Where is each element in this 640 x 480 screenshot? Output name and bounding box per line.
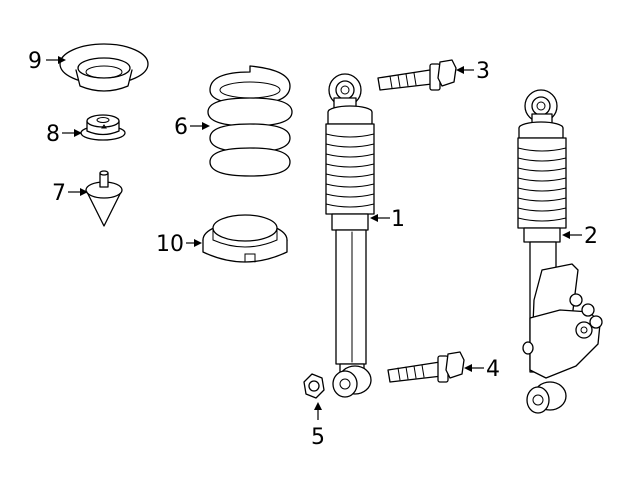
callout-3: 3: [476, 59, 490, 84]
part-6-coil-spring[interactable]: [207, 65, 293, 177]
callout-8: 8: [46, 122, 60, 147]
part-9-upper-mount-cap[interactable]: [59, 43, 149, 92]
part-4-lower-bolt[interactable]: [387, 351, 465, 383]
callout-2: 2: [584, 224, 598, 249]
callout-1: 1: [391, 207, 405, 232]
part-1-shock-absorber[interactable]: [325, 73, 375, 398]
leader-lines: [46, 56, 582, 420]
part-8-bushing[interactable]: [80, 114, 126, 141]
callout-9: 9: [28, 49, 42, 74]
part-3-upper-bolt[interactable]: [377, 59, 457, 91]
part-7-bump-stop[interactable]: [85, 170, 123, 227]
callout-4: 4: [486, 357, 500, 382]
part-10-spring-seat[interactable]: [202, 214, 288, 263]
callout-labels: 9 8 7 6 10 1 2 3 4 5: [28, 49, 598, 450]
callout-7: 7: [52, 181, 66, 206]
callout-10: 10: [156, 232, 184, 257]
part-5-nut[interactable]: [303, 373, 325, 399]
callout-5: 5: [311, 425, 325, 450]
callout-6: 6: [174, 115, 188, 140]
part-2-shock-absorber-bracket[interactable]: [517, 89, 603, 414]
